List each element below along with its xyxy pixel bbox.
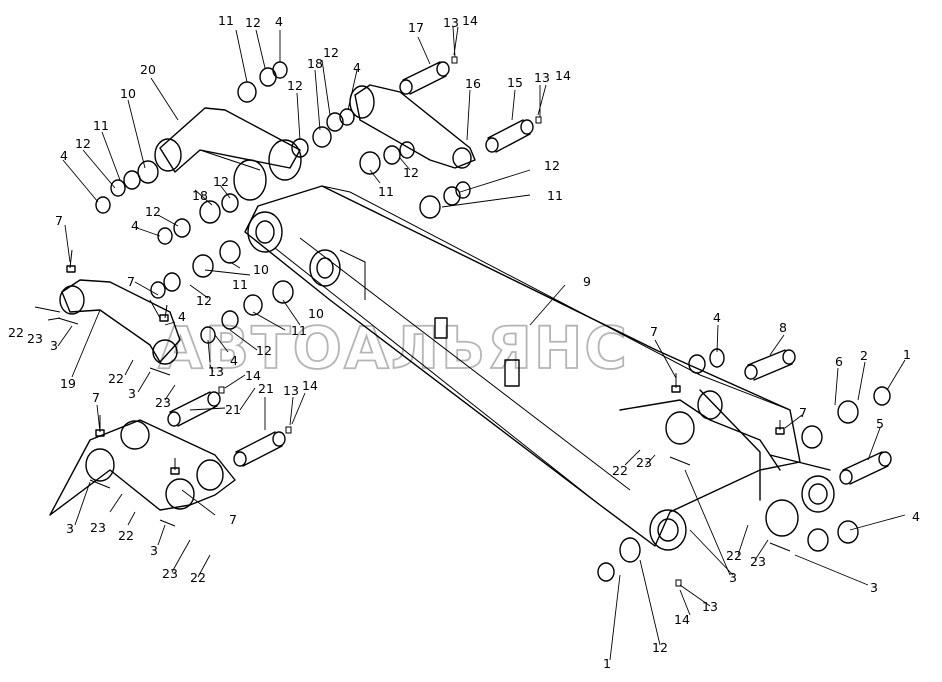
callout-c36: 23 bbox=[27, 331, 43, 346]
callout-c21: 18 bbox=[192, 188, 208, 203]
callout-labels: 11 12 4 17 13 14 20 18 12 4 12 16 15 13 … bbox=[8, 13, 920, 671]
callout-c75: 13 bbox=[702, 599, 718, 614]
callout-c3: 4 bbox=[275, 14, 283, 29]
callout-c49: 21 bbox=[225, 402, 241, 417]
callout-c53: 7 bbox=[650, 324, 658, 339]
callout-c54: 4 bbox=[713, 310, 721, 325]
callout-c16: 10 bbox=[120, 86, 136, 101]
callout-c63: 3 bbox=[729, 570, 737, 585]
callout-c50: 13 bbox=[283, 383, 299, 398]
callout-c64: 22 bbox=[726, 548, 742, 563]
callout-c44: 14 bbox=[245, 368, 261, 383]
callout-leader-lines bbox=[34, 26, 906, 661]
callout-c13: 15 bbox=[507, 75, 523, 90]
callout-c52: 7 bbox=[92, 390, 100, 405]
callout-c73: 22 bbox=[190, 570, 206, 585]
callout-c14: 13 bbox=[534, 70, 550, 85]
callout-c33: 12 bbox=[196, 293, 212, 308]
pins-bushings-washers bbox=[57, 56, 892, 587]
callout-c42: 12 bbox=[256, 343, 272, 358]
callout-c68: 3 bbox=[66, 521, 74, 536]
callout-c30: 11 bbox=[232, 277, 248, 292]
callout-c41: 4 bbox=[230, 353, 238, 368]
callout-c5: 13 bbox=[443, 15, 459, 30]
callout-c70: 22 bbox=[118, 528, 134, 543]
callout-c56: 6 bbox=[835, 354, 843, 369]
callout-c46: 3 bbox=[128, 386, 136, 401]
callout-c20: 12 bbox=[544, 158, 560, 173]
bottom-bracket-part bbox=[49, 419, 236, 516]
callout-c60: 5 bbox=[876, 416, 884, 431]
callout-c19: 4 bbox=[60, 148, 68, 163]
main-boom-part bbox=[244, 185, 835, 551]
callout-c45: 22 bbox=[108, 371, 124, 386]
callout-c31: 9 bbox=[583, 274, 591, 289]
callout-c65: 23 bbox=[750, 554, 766, 569]
callout-c59: 7 bbox=[799, 405, 807, 420]
callout-c72: 23 bbox=[162, 566, 178, 581]
callout-c48: 21 bbox=[258, 381, 274, 396]
callout-c24: 12 bbox=[403, 165, 419, 180]
callout-c38: 4 bbox=[178, 309, 186, 324]
callout-c55: 8 bbox=[779, 320, 787, 335]
callout-c8: 18 bbox=[307, 56, 323, 71]
callout-c2: 12 bbox=[245, 15, 261, 30]
callout-c69: 23 bbox=[90, 520, 106, 535]
callout-c66: 4 bbox=[912, 509, 920, 524]
callout-c11: 12 bbox=[287, 78, 303, 93]
callout-c26: 4 bbox=[131, 218, 139, 233]
callout-c35: 22 bbox=[8, 325, 24, 340]
callout-c9: 12 bbox=[323, 45, 339, 60]
callout-c34: 10 bbox=[308, 306, 324, 321]
callout-c27: 12 bbox=[145, 204, 161, 219]
callout-c6: 14 bbox=[462, 13, 478, 28]
callout-c32: 7 bbox=[127, 274, 135, 289]
callout-c51: 14 bbox=[302, 378, 318, 393]
callout-c22: 12 bbox=[213, 174, 229, 189]
callout-c78: 1 bbox=[603, 656, 611, 671]
callout-c58: 1 bbox=[903, 347, 911, 362]
callout-c29: 10 bbox=[253, 262, 269, 277]
callout-c57: 2 bbox=[860, 348, 868, 363]
callout-c1: 11 bbox=[218, 13, 234, 28]
callout-c10: 4 bbox=[353, 60, 361, 75]
callout-c17: 11 bbox=[93, 118, 109, 133]
callout-c77: 12 bbox=[652, 640, 668, 655]
callout-c47: 23 bbox=[155, 395, 171, 410]
callout-c39: 11 bbox=[291, 323, 307, 338]
callout-c28: 7 bbox=[55, 213, 63, 228]
callout-c40: 19 bbox=[60, 376, 76, 391]
callout-c74: 7 bbox=[229, 512, 237, 527]
callout-c15: 14 bbox=[555, 68, 571, 83]
callout-c61: 22 bbox=[612, 463, 628, 478]
callout-c7: 20 bbox=[140, 62, 156, 77]
callout-c67: 3 bbox=[870, 580, 878, 595]
callout-c4: 17 bbox=[408, 20, 424, 35]
callout-c12: 16 bbox=[465, 76, 481, 91]
callout-c23: 11 bbox=[378, 184, 394, 199]
left-link-part bbox=[59, 279, 181, 365]
callout-c71: 3 bbox=[150, 543, 158, 558]
callout-c25: 11 bbox=[547, 188, 563, 203]
arm-link-part bbox=[349, 84, 476, 169]
callout-c43: 13 bbox=[208, 364, 224, 379]
upper-link-part bbox=[154, 107, 302, 201]
callout-c18: 12 bbox=[75, 136, 91, 151]
callout-c37: 3 bbox=[50, 338, 58, 353]
callout-c62: 23 bbox=[636, 455, 652, 470]
callout-c76: 14 bbox=[674, 612, 690, 627]
